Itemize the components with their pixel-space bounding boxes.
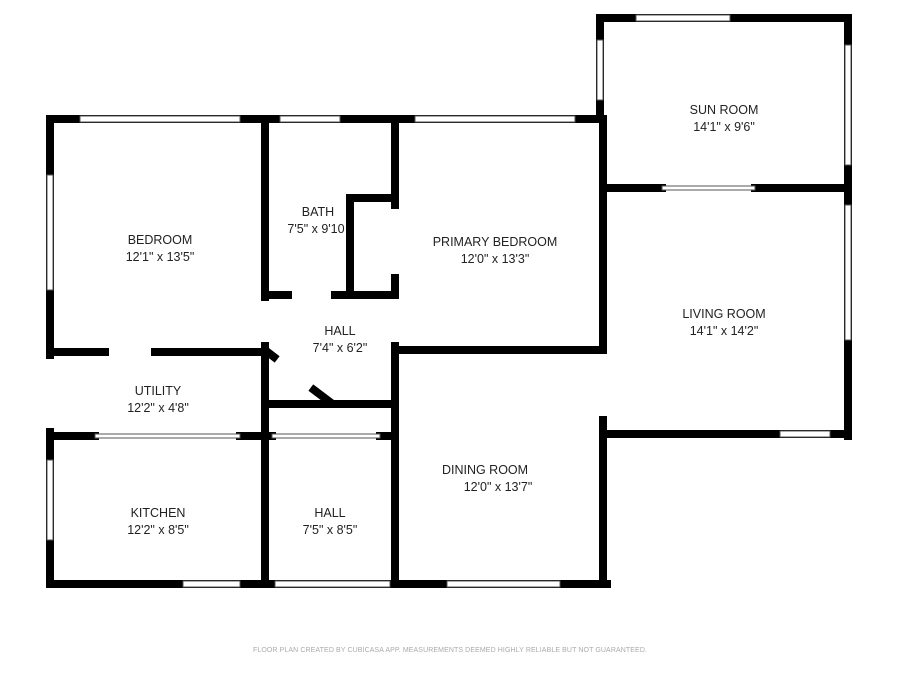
room-name: UTILITY [135,384,182,398]
room-dims: 12'1" x 13'5" [126,250,195,264]
room-name: SUN ROOM [690,103,759,117]
room-name: HALL [324,324,355,338]
room-dims: 12'0" x 13'3" [461,252,530,266]
windows [46,14,852,588]
room-labels: BEDROOM 12'1" x 13'5" BATH 7'5" x 9'10 P… [126,103,766,537]
room-dims: 12'2" x 4'8" [127,401,189,415]
room-name: DINING ROOM [442,463,528,477]
room-name: BEDROOM [128,233,193,247]
room-name: HALL [314,506,345,520]
room-dims: 7'5" x 9'10 [287,222,344,236]
room-dims: 12'0" x 13'7" [464,480,533,494]
disclaimer-footer: FLOOR PLAN CREATED BY CUBICASA APP. MEAS… [252,647,648,654]
room-dims: 7'5" x 8'5" [303,523,358,537]
room-dims: 14'1" x 9'6" [693,120,755,134]
room-dims: 12'2" x 8'5" [127,523,189,537]
room-name: PRIMARY BEDROOM [433,235,558,249]
room-name: BATH [302,205,334,219]
room-dims: 14'1" x 14'2" [690,324,759,338]
room-name: LIVING ROOM [682,307,765,321]
room-dims: 7'4" x 6'2" [313,341,368,355]
room-name: KITCHEN [131,506,186,520]
